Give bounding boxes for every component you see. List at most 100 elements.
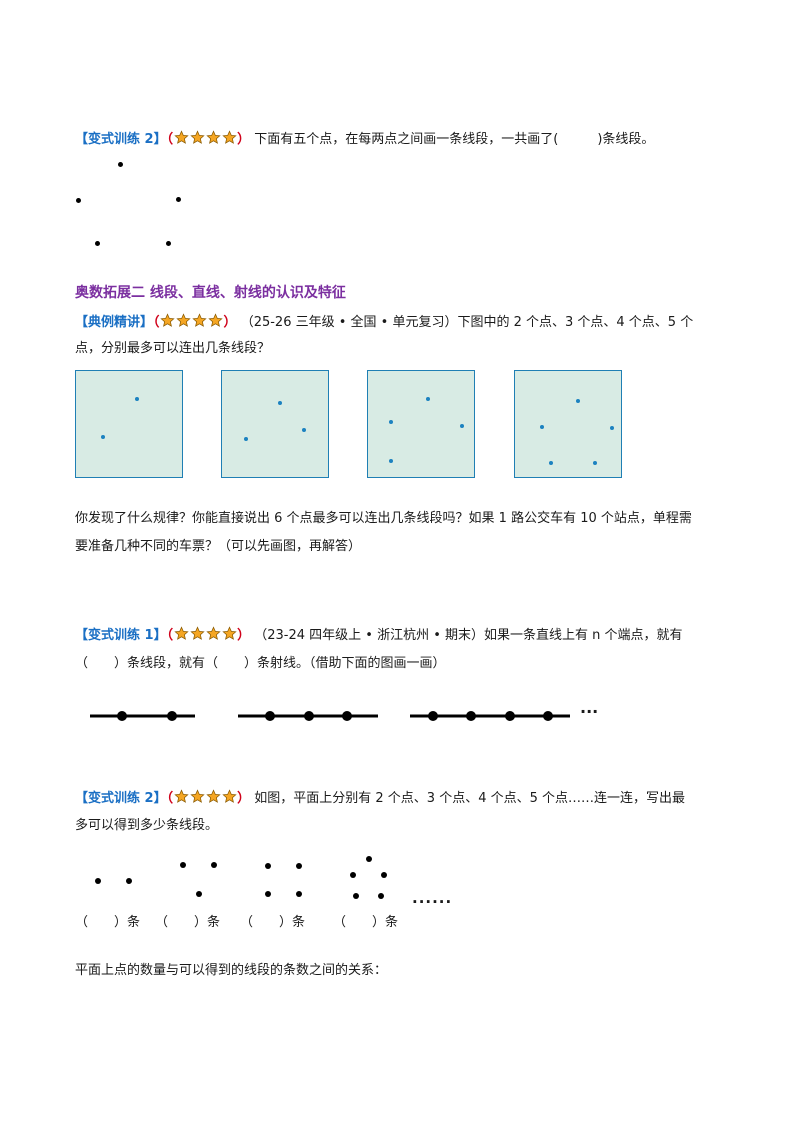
point (389, 420, 393, 424)
q1-paren-open: （ (166, 132, 174, 147)
point (126, 878, 132, 884)
q3-text: 如图，平面上分别有 2 个点、3 个点、4 个点、5 个点……连一连，写出最 (254, 791, 685, 806)
difficulty-stars (160, 313, 224, 334)
point (342, 711, 352, 721)
point (466, 711, 476, 721)
star-icon (173, 626, 189, 640)
point (95, 241, 100, 246)
q2-text: （23-24 四年级上 • 浙江杭州 • 期末）如果一条直线上有 n 个端点，就… (254, 628, 683, 643)
q3-paren-open: （ (166, 791, 174, 806)
star-icon (189, 626, 205, 640)
star-icon (205, 130, 221, 144)
example-followup-line1: 你发现了什么规律？你能直接说出 6 个点最多可以连出几条线段吗？如果 1 路公交… (75, 511, 692, 526)
point (296, 863, 302, 869)
star-icon (173, 130, 189, 144)
point (118, 162, 123, 167)
example-paren-close: ） (223, 315, 237, 330)
star-icon (192, 313, 207, 327)
point (101, 435, 105, 439)
point (196, 891, 202, 897)
q2-line1: 【变式训练 1】（ ） （23-24 四年级上 • 浙江杭州 • 期末）如果一条直… (75, 626, 683, 647)
q2-tag: 【变式训练 1】 (75, 628, 167, 643)
point (353, 893, 359, 899)
point (76, 198, 81, 203)
point (265, 863, 271, 869)
four-points-box (367, 370, 475, 478)
example-text: （25-26 三年级 • 全国 • 单元复习）下图中的 2 个点、3 个点、4 … (240, 315, 694, 330)
point (381, 872, 387, 878)
point (244, 437, 248, 441)
star-icon (221, 130, 237, 144)
point (265, 891, 271, 897)
point (304, 711, 314, 721)
point (176, 197, 181, 202)
point (211, 862, 217, 868)
star-icon (221, 626, 237, 640)
point (350, 872, 356, 878)
point (593, 461, 597, 465)
point (378, 893, 384, 899)
line-points-diagram (90, 711, 570, 721)
q1-text: 下面有五个点，在每两点之间画一条线段，一共画了( )条线段。 (254, 132, 655, 147)
example-paren-open: （ (153, 315, 160, 330)
point (117, 711, 127, 721)
point (180, 862, 186, 868)
q3-tag: 【变式训练 2】 (75, 791, 167, 806)
difficulty-stars (173, 130, 237, 151)
q2-paren-open: （ (166, 628, 174, 643)
q3-blank-4: （ ）条 (333, 915, 399, 930)
q2-line2: （ ）条线段，就有（ ）条射线。（借助下面的图画一画） (75, 656, 446, 671)
q3-blank-3: （ ）条 (240, 915, 306, 930)
example-line2: 点，分别最多可以连出几条线段？ (75, 341, 271, 356)
star-icon (221, 789, 237, 803)
point (505, 711, 515, 721)
star-icon (189, 130, 205, 144)
point (265, 711, 275, 721)
q3-relation: 平面上点的数量与可以得到的线段的条数之间的关系： (75, 963, 388, 978)
star-icon (205, 789, 221, 803)
five-points-box (514, 370, 622, 478)
point (428, 711, 438, 721)
point (95, 878, 101, 884)
point (460, 424, 464, 428)
q2-ellipsis: ··· (580, 702, 599, 721)
point (610, 426, 614, 430)
q3-line2: 多可以得到多少条线段。 (75, 818, 219, 833)
three-points-box (221, 370, 329, 478)
point (389, 459, 393, 463)
point (426, 397, 430, 401)
example-line1: 【典例精讲】（ ） （25-26 三年级 • 全国 • 单元复习）下图中的 2 个… (75, 313, 693, 334)
point (278, 401, 282, 405)
example-followup-line2: 要准备几种不同的车票？（可以先画图，再解答） (75, 539, 362, 554)
star-icon (176, 313, 191, 327)
point (543, 711, 553, 721)
star-icon (173, 789, 189, 803)
two-points-box (75, 370, 183, 478)
example-tag: 【典例精讲】 (75, 315, 154, 330)
point (540, 425, 544, 429)
q3-blank-1: （ ）条 (75, 915, 141, 930)
point (576, 399, 580, 403)
difficulty-stars (173, 626, 237, 647)
q1-tag: 【变式训练 2】 (75, 132, 167, 147)
point (549, 461, 553, 465)
q3-paren-close: ） (237, 791, 251, 806)
section-title: 奥数拓展二 线段、直线、射线的认识及特征 (75, 285, 346, 301)
star-icon (208, 313, 223, 327)
point (366, 856, 372, 862)
point (166, 241, 171, 246)
star-icon (189, 789, 205, 803)
q3-line1: 【变式训练 2】（ ） 如图，平面上分别有 2 个点、3 个点、4 个点、5 个点… (75, 789, 685, 810)
point (296, 891, 302, 897)
star-icon (160, 313, 175, 327)
point (135, 397, 139, 401)
q1-paren-close: ） (237, 132, 251, 147)
point (167, 711, 177, 721)
q3-ellipsis: ······ (412, 893, 453, 911)
q3-blank-2: （ ）条 (155, 915, 221, 930)
difficulty-stars (173, 789, 237, 810)
point (302, 428, 306, 432)
star-icon (205, 626, 221, 640)
q1-line: 【变式训练 2】（ ） 下面有五个点，在每两点之间画一条线段，一共画了( )条线段… (75, 130, 654, 151)
q2-paren-close: ） (237, 628, 251, 643)
